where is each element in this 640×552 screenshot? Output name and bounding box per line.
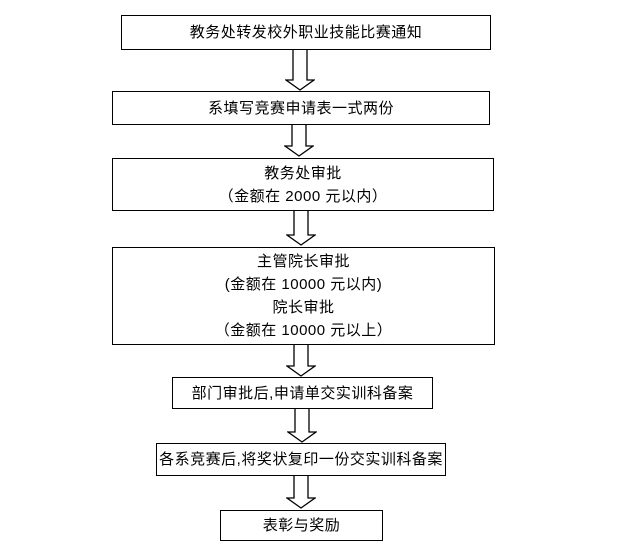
step-filing-award: 各系竞赛后,将奖状复印一份交实训科备案 — [156, 443, 446, 476]
step-text-line: 教务处审批 — [264, 164, 342, 182]
step-academic-office-approval: 教务处审批 （金额在 2000 元以内） — [112, 158, 494, 211]
step-commendation: 表彰与奖励 — [220, 510, 383, 541]
step-text-line: (金额在 10000 元以内) — [224, 276, 383, 293]
down-arrow-icon — [286, 211, 316, 246]
step-application-form: 系填写竞赛申请表一式两份 — [112, 91, 490, 125]
down-arrow-icon — [286, 345, 316, 377]
down-arrow-icon — [284, 125, 314, 157]
step-text-line: （金额在 10000 元以上） — [214, 322, 393, 339]
down-arrow-icon — [285, 50, 315, 91]
down-arrow-icon — [287, 409, 317, 443]
step-text-line: 各系竞赛后,将奖状复印一份交实训科备案 — [159, 451, 443, 468]
step-dean-approval: 主管院长审批 (金额在 10000 元以内) 院长审批 （金额在 10000 元… — [112, 247, 495, 345]
step-text-line: 教务处转发校外职业技能比赛通知 — [189, 24, 423, 41]
step-notice: 教务处转发校外职业技能比赛通知 — [121, 15, 491, 50]
step-text-line: 院长审批 — [272, 299, 335, 316]
step-text-line: 主管院长审批 — [256, 253, 350, 270]
step-text-line: 表彰与奖励 — [262, 517, 341, 534]
step-filing-application: 部门审批后,申请单交实训科备案 — [172, 377, 433, 409]
step-text-line: （金额在 2000 元以内） — [218, 187, 388, 205]
step-text-line: 部门审批后,申请单交实训科备案 — [191, 384, 414, 402]
step-text-line: 系填写竞赛申请表一式两份 — [207, 99, 394, 117]
down-arrow-icon — [286, 476, 316, 509]
